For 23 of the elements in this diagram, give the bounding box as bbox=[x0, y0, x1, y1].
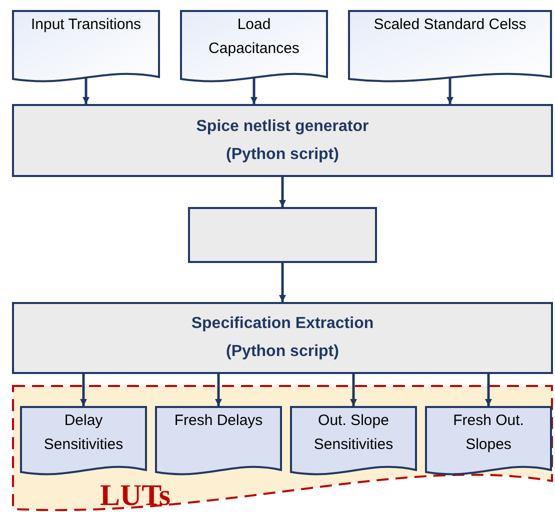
document-label: Out. Slope Sensitivities bbox=[312, 411, 394, 455]
document-label: Input Transitions bbox=[30, 15, 142, 35]
arrow bbox=[82, 78, 90, 104]
document-label: Scaled Standard Celss bbox=[374, 15, 526, 35]
arrow bbox=[350, 374, 357, 406]
process-box bbox=[12, 104, 553, 177]
process-box bbox=[12, 302, 553, 374]
process-label: Spice netlist generator (Python script) bbox=[195, 116, 370, 164]
process-box bbox=[188, 207, 377, 263]
document-label: Load Capacitances bbox=[208, 15, 300, 59]
arrow bbox=[485, 374, 492, 406]
arrow bbox=[215, 374, 222, 406]
arrow bbox=[80, 374, 87, 406]
region-title: LUTs bbox=[100, 481, 171, 511]
arrow bbox=[250, 78, 258, 104]
document-label: Fresh Delays bbox=[174, 411, 263, 431]
arrow bbox=[279, 177, 286, 207]
arrow bbox=[279, 263, 286, 302]
arrow bbox=[446, 78, 454, 104]
document-label: Delay Sensitivities bbox=[42, 411, 124, 455]
document-label: Fresh Out. Slopes bbox=[452, 411, 525, 455]
process-label: Specification Extraction (Python script) bbox=[190, 314, 375, 362]
dashed-region bbox=[12, 385, 553, 511]
